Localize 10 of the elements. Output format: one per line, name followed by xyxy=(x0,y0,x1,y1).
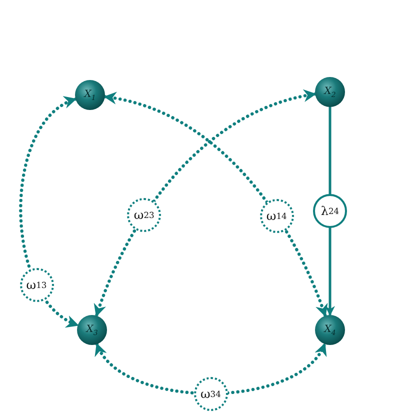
node-sphere xyxy=(77,315,107,345)
node-label: X$_{1}$ xyxy=(84,88,96,102)
node-sphere xyxy=(75,80,105,110)
node-sphere xyxy=(315,77,345,107)
node-label: X$_{2}$ xyxy=(324,86,336,98)
node-label: X$_{3}$ xyxy=(86,324,98,336)
node-label: X$_{4}$ xyxy=(324,324,336,336)
arrow xyxy=(95,342,326,396)
node-sphere xyxy=(315,315,345,345)
arrow xyxy=(19,98,80,327)
